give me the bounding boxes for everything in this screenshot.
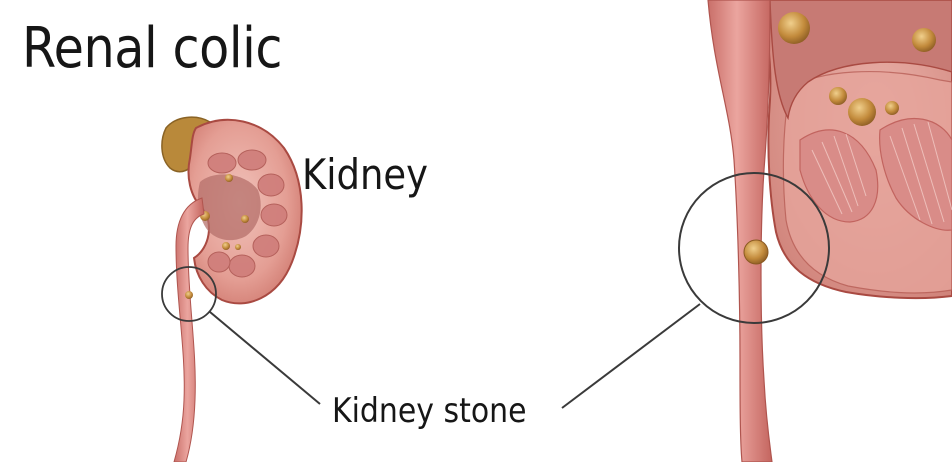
closeup-stones <box>778 12 936 126</box>
callout-circle-small <box>161 266 217 322</box>
ureter <box>173 197 205 462</box>
leader-line-right <box>561 303 701 409</box>
leader-lines <box>209 303 701 409</box>
closeup-illustration <box>678 0 952 462</box>
kidney-stones-small <box>200 174 249 250</box>
renal-pyramids <box>207 149 288 278</box>
ureter-stone <box>185 291 193 299</box>
leader-line-left <box>209 311 321 405</box>
diagram-title: Renal colic <box>22 16 283 81</box>
callout-circle-large <box>678 172 830 324</box>
closeup-ureter <box>707 0 773 462</box>
kidney-stone-label: Kidney stone <box>332 391 527 431</box>
renal-pelvis <box>198 174 261 241</box>
kidney-illustration <box>161 116 303 462</box>
closeup-renal-pelvis <box>769 0 952 121</box>
closeup-ureter-stone <box>743 239 769 265</box>
closeup-pyramids <box>799 117 952 231</box>
kidney-label: Kidney <box>302 150 429 199</box>
